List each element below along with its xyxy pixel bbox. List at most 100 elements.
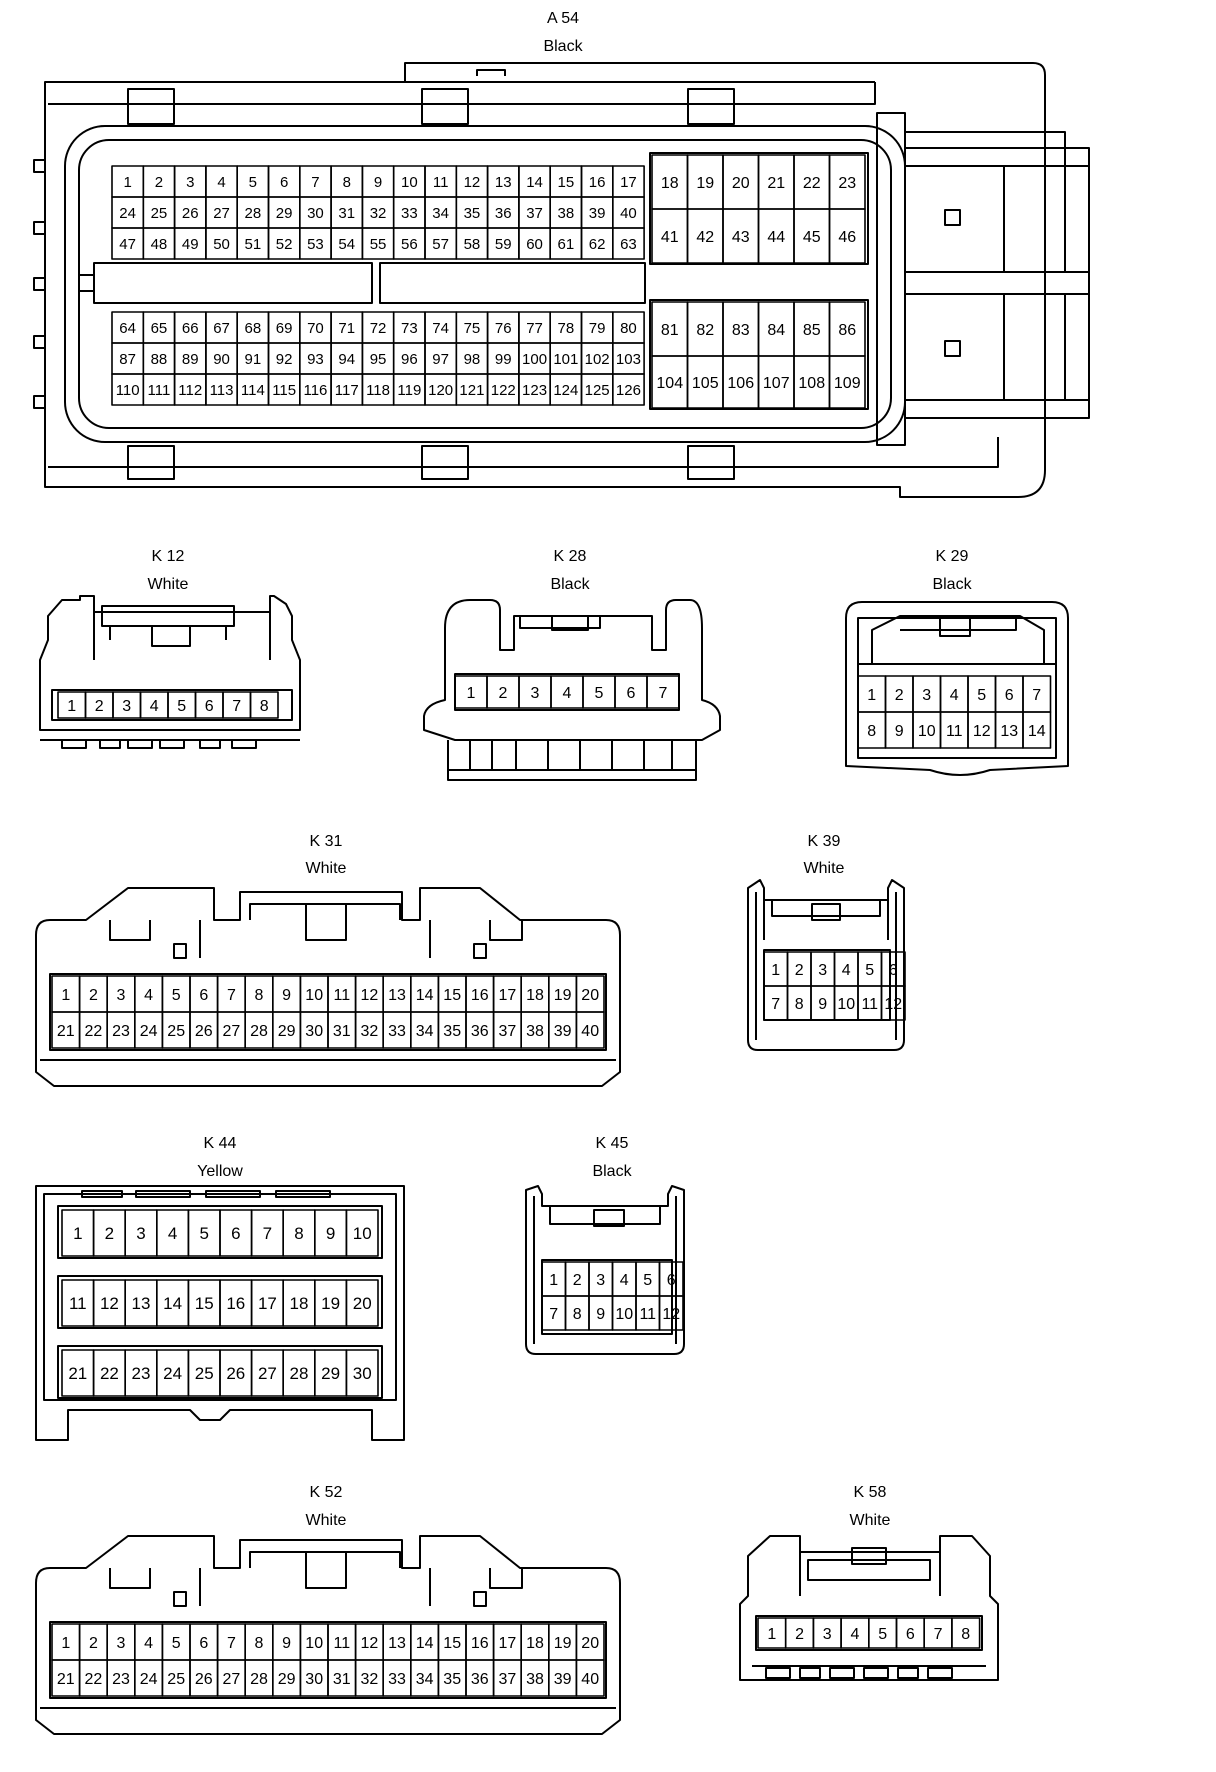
k52-pin-14: 14 — [416, 1635, 434, 1652]
a54-pin-85: 85 — [803, 322, 821, 339]
k31-pin-15: 15 — [443, 987, 461, 1004]
k52-pin-27: 27 — [223, 1671, 241, 1688]
k44-pin-15: 15 — [195, 1294, 214, 1313]
k31-pin-14: 14 — [416, 987, 434, 1004]
a54-pin-52: 52 — [276, 236, 293, 253]
k58-pin-5: 5 — [878, 1626, 887, 1643]
k45-pin-10: 10 — [615, 1306, 633, 1323]
k52-pin-29: 29 — [278, 1671, 296, 1688]
k31-pin-30: 30 — [305, 1023, 323, 1040]
k29-pin-4: 4 — [950, 687, 959, 704]
k39-pin-11: 11 — [861, 996, 878, 1013]
k31-pin-10: 10 — [305, 987, 323, 1004]
k44-pin-30-cell — [345, 1349, 379, 1397]
a54-pin-21: 21 — [767, 175, 785, 192]
a54-pin-105: 105 — [692, 375, 719, 392]
k39-pin-7: 7 — [771, 996, 780, 1013]
k52-housing — [35, 1535, 621, 1735]
a54-pin-60: 60 — [526, 236, 543, 253]
k29-pin-1: 1 — [867, 687, 876, 704]
a54-pin-84: 84 — [767, 322, 785, 339]
k12-pin-8: 8 — [260, 698, 269, 715]
a54-pin-108: 108 — [798, 375, 825, 392]
k44-pin-21: 21 — [68, 1364, 87, 1383]
a54-pin-25: 25 — [151, 205, 168, 222]
a54-pin-102: 102 — [585, 351, 610, 368]
k45-pin-2: 2 — [573, 1272, 582, 1289]
k52-pin-10: 10 — [305, 1635, 323, 1652]
k44-code: K 44 — [203, 1135, 237, 1152]
a54-pin-91: 91 — [245, 351, 262, 368]
k31-color: White — [305, 860, 347, 877]
a54-pin-12: 12 — [464, 174, 481, 191]
k44-pin-10: 10 — [353, 1224, 372, 1243]
k58-pin-3: 3 — [823, 1626, 832, 1643]
k52-pin-22: 22 — [85, 1671, 103, 1688]
k39-pin-10: 10 — [837, 996, 855, 1013]
k31-pin-19: 19 — [554, 987, 572, 1004]
k52-pin-31: 31 — [333, 1671, 351, 1688]
k45-pin-12-cell — [658, 1295, 684, 1331]
a54-pin-88: 88 — [151, 351, 168, 368]
k39-pin-8: 8 — [795, 996, 804, 1013]
k31-pin-25: 25 — [167, 1023, 185, 1040]
k44-pin-3: 3 — [136, 1224, 145, 1243]
a54-pin-28: 28 — [245, 205, 262, 222]
k58-housing — [739, 1535, 999, 1681]
k39-color: White — [803, 860, 845, 877]
k58-color: White — [849, 1512, 891, 1529]
a54-pin-41: 41 — [661, 229, 679, 246]
k39-pin-6: 6 — [889, 962, 898, 979]
k31-pin-21: 21 — [57, 1023, 75, 1040]
a54-pin-107: 107 — [763, 375, 790, 392]
a54-pin-126-cell — [611, 373, 645, 406]
k44-pin-12: 12 — [100, 1294, 119, 1313]
k12-pin-4: 4 — [150, 698, 159, 715]
k45-pin-7: 7 — [549, 1306, 558, 1323]
k31-pin-5: 5 — [172, 987, 181, 1004]
k12-housing — [39, 595, 301, 749]
a54-pin-34: 34 — [432, 205, 449, 222]
a54-pin-9: 9 — [374, 174, 382, 191]
k52-pin-8: 8 — [255, 1635, 264, 1652]
a54-pin-119: 119 — [397, 382, 421, 399]
a54-pin-51: 51 — [245, 236, 262, 253]
a54-pin-69: 69 — [276, 320, 293, 337]
k31-pin-38: 38 — [526, 1023, 544, 1040]
k52-pin-19: 19 — [554, 1635, 572, 1652]
a54-pin-17: 17 — [620, 174, 637, 191]
k52-code: K 52 — [309, 1484, 343, 1501]
k31-pin-11: 11 — [333, 987, 350, 1004]
k52-pin-38: 38 — [526, 1671, 544, 1688]
a54-pin-40: 40 — [620, 205, 637, 222]
k58-pin-4: 4 — [850, 1626, 859, 1643]
a54-pin-54: 54 — [338, 236, 355, 253]
k12-pin-7: 7 — [232, 698, 241, 715]
k29-pin-3: 3 — [922, 687, 931, 704]
a54-pin-111: 111 — [148, 382, 171, 399]
k28-pin-1: 1 — [467, 685, 476, 702]
k44-housing — [35, 1185, 405, 1441]
a54-pin-101: 101 — [553, 351, 578, 368]
a54-pin-43: 43 — [732, 229, 750, 246]
k44-color: Yellow — [197, 1163, 243, 1180]
a54-pin-63: 63 — [620, 236, 637, 253]
k44-pin-29: 29 — [321, 1364, 340, 1383]
k44-pin-17: 17 — [258, 1294, 277, 1313]
k31-pin-24: 24 — [140, 1023, 158, 1040]
a54-pin-31: 31 — [338, 205, 355, 222]
a54-pin-77: 77 — [526, 320, 543, 337]
k31-pin-28: 28 — [250, 1023, 268, 1040]
k45-pin-3: 3 — [596, 1272, 605, 1289]
k31-pin-6: 6 — [199, 987, 208, 1004]
k52-pin-28: 28 — [250, 1671, 268, 1688]
k44-pin-5: 5 — [199, 1224, 208, 1243]
k44-pin-2: 2 — [105, 1224, 114, 1243]
k44-pin-11: 11 — [69, 1294, 87, 1313]
k28-pin-7: 7 — [659, 685, 668, 702]
k44-pin-20: 20 — [353, 1294, 372, 1313]
a54-pin-78: 78 — [558, 320, 575, 337]
k44-pin-4: 4 — [168, 1224, 177, 1243]
a54-pin-82: 82 — [696, 322, 714, 339]
